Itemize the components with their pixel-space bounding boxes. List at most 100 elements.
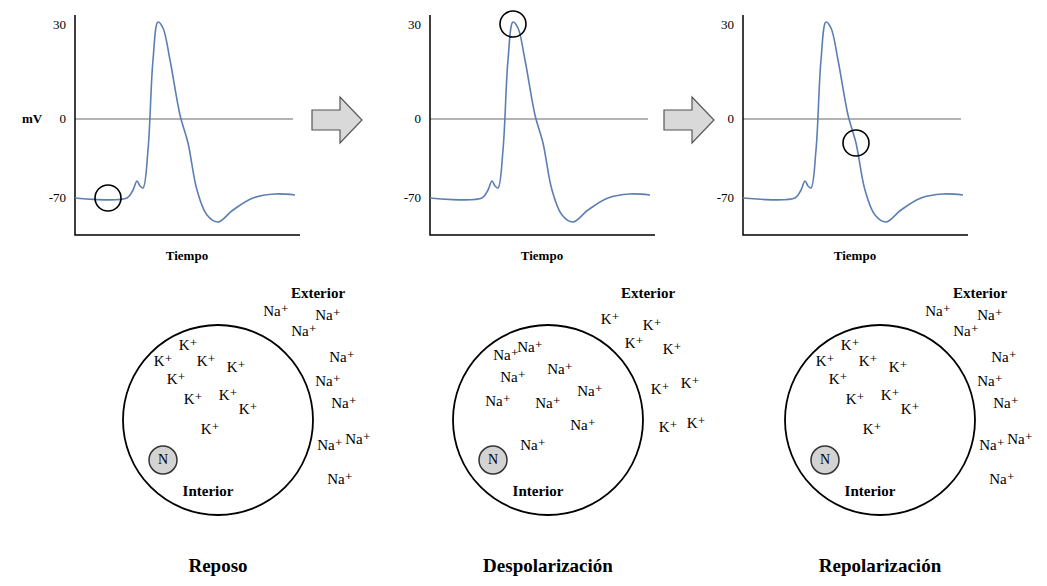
ion-label: Na⁺	[577, 383, 602, 400]
stage-caption: Despolarización	[483, 555, 613, 577]
axis-unit: mV	[22, 112, 42, 127]
nucleus: N	[810, 445, 840, 475]
ion-label: Na⁺	[317, 437, 342, 454]
ion-label: K⁺	[841, 337, 860, 354]
interior-label: Interior	[845, 483, 896, 500]
nucleus: N	[148, 445, 178, 475]
graph-axes	[743, 15, 968, 235]
zero-line	[75, 118, 293, 120]
ion-label: Na⁺	[1007, 431, 1032, 448]
nucleus-label: N	[158, 452, 168, 468]
ion-label: Na⁺	[500, 369, 525, 386]
tick-label: 0	[415, 112, 422, 127]
stage-caption: Reposo	[188, 555, 247, 577]
ion-label: Na⁺	[547, 361, 572, 378]
axis-title: Tiempo	[521, 249, 563, 264]
nucleus: N	[478, 445, 508, 475]
ion-label: Na⁺	[993, 395, 1018, 412]
ion-label: K⁺	[239, 401, 258, 418]
ion-label: Na⁺	[570, 417, 595, 434]
ion-label: K⁺	[816, 353, 835, 370]
ion-label: K⁺	[201, 421, 220, 438]
ion-label: K⁺	[889, 359, 908, 376]
ion-label: K⁺	[863, 421, 882, 438]
action-potential-curve	[743, 22, 963, 222]
ion-label: Na⁺	[493, 347, 518, 364]
ion-label: Na⁺	[263, 303, 288, 320]
highlight-circle	[500, 11, 526, 37]
ion-label: K⁺	[179, 337, 198, 354]
graph-axes	[75, 15, 300, 235]
ion-label: K⁺	[167, 371, 186, 388]
ion-label: K⁺	[681, 375, 700, 392]
step-arrow	[312, 97, 362, 143]
ion-label: Na⁺	[345, 431, 370, 448]
ion-label: K⁺	[219, 387, 238, 404]
tick-label: 0	[728, 112, 735, 127]
axis-title: Tiempo	[166, 249, 208, 264]
ion-label: K⁺	[659, 419, 678, 436]
ion-label: K⁺	[859, 353, 878, 370]
cell: ExteriorInteriorN	[784, 324, 976, 516]
voltage-graph	[743, 15, 968, 235]
tick-label: 0	[60, 112, 67, 127]
action-potential-curve	[430, 22, 650, 222]
graph-axes	[430, 15, 655, 235]
interior-label: Interior	[183, 483, 234, 500]
ion-label: K⁺	[687, 415, 706, 432]
ion-label: Na⁺	[979, 437, 1004, 454]
step-arrow	[664, 97, 714, 143]
ion-label: Na⁺	[329, 349, 354, 366]
tick-label: -70	[404, 191, 421, 206]
exterior-label: Exterior	[621, 285, 675, 302]
ion-label: K⁺	[184, 391, 203, 408]
tick-label: 30	[721, 18, 734, 33]
ion-label: K⁺	[663, 341, 682, 358]
ion-label: Na⁺	[331, 395, 356, 412]
zero-line	[430, 118, 648, 120]
ion-label: K⁺	[227, 359, 246, 376]
ion-label: Na⁺	[925, 303, 950, 320]
ion-label: Na⁺	[953, 323, 978, 340]
ion-label: K⁺	[625, 335, 644, 352]
ion-label: Na⁺	[315, 307, 340, 324]
ion-label: Na⁺	[991, 349, 1016, 366]
highlight-circle	[843, 130, 869, 156]
cell: ExteriorInteriorN	[122, 324, 314, 516]
ion-label: Na⁺	[535, 395, 560, 412]
ion-label: K⁺	[846, 391, 865, 408]
ion-label: Na⁺	[315, 373, 340, 390]
ion-label: Na⁺	[327, 471, 352, 488]
tick-label: 30	[408, 18, 421, 33]
exterior-label: Exterior	[291, 285, 345, 302]
interior-label: Interior	[513, 483, 564, 500]
nucleus-label: N	[488, 452, 498, 468]
ion-label: Na⁺	[989, 471, 1014, 488]
tick-label: -70	[49, 191, 66, 206]
voltage-graph	[430, 11, 655, 235]
stage-caption: Repolarización	[819, 555, 941, 577]
ion-label: K⁺	[197, 353, 216, 370]
axis-title: Tiempo	[834, 249, 876, 264]
highlight-circle	[95, 185, 121, 211]
ion-label: Na⁺	[291, 323, 316, 340]
voltage-graph	[75, 15, 300, 235]
tick-label: 30	[53, 18, 66, 33]
ion-label: K⁺	[154, 353, 173, 370]
ion-label: K⁺	[881, 387, 900, 404]
ion-label: Na⁺	[977, 307, 1002, 324]
nucleus-label: N	[820, 452, 830, 468]
ion-label: Na⁺	[977, 373, 1002, 390]
ion-label: Na⁺	[517, 339, 542, 356]
ion-label: Na⁺	[520, 437, 545, 454]
action-potential-curve	[75, 22, 295, 222]
zero-line	[743, 118, 961, 120]
ion-label: K⁺	[601, 311, 620, 328]
ion-label: K⁺	[829, 371, 848, 388]
ion-label: K⁺	[901, 401, 920, 418]
tick-label: -70	[717, 191, 734, 206]
cell: ExteriorInteriorN	[452, 324, 644, 516]
exterior-label: Exterior	[953, 285, 1007, 302]
ion-label: K⁺	[643, 317, 662, 334]
